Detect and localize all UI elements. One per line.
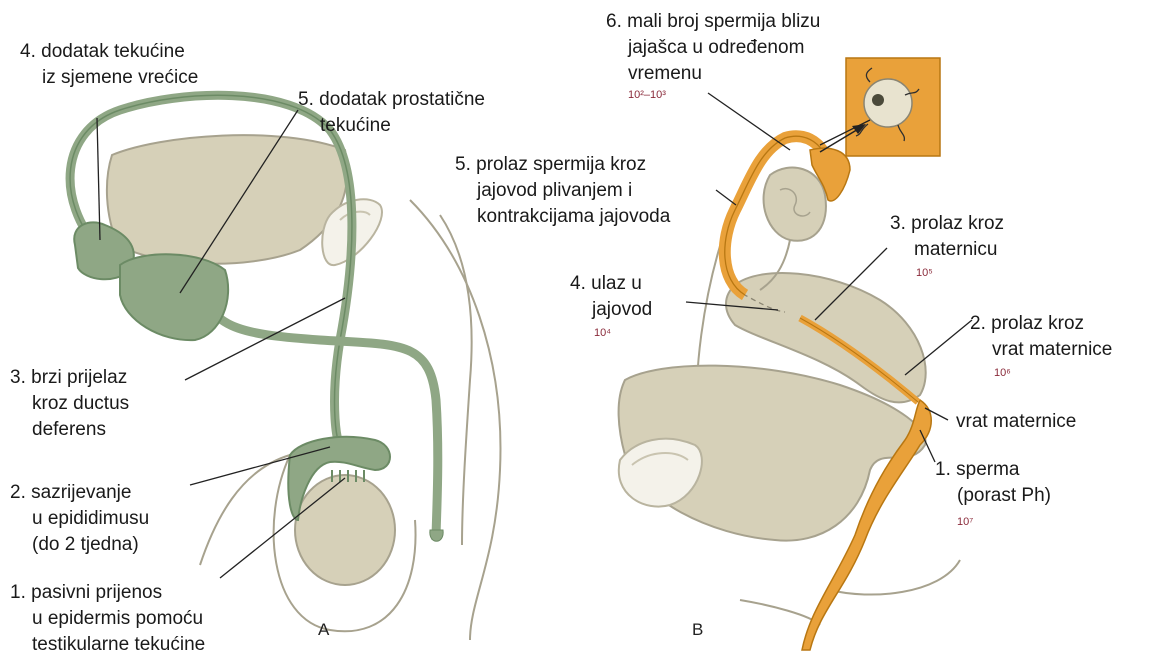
panel-label-a: A xyxy=(318,620,329,640)
prostate xyxy=(120,254,228,340)
female-anatomy xyxy=(619,58,960,650)
label-a-step3-line1: 3. brzi prijelaz xyxy=(10,366,127,389)
label-b-step3-line2: maternicu xyxy=(914,238,997,261)
label-a-step1-line2: u epidermis pomoću xyxy=(32,607,203,630)
label-b-step2-line2: vrat maternice xyxy=(992,338,1112,361)
testis xyxy=(295,475,395,585)
penis-outline xyxy=(440,215,472,545)
bladder xyxy=(107,135,347,264)
label-a-step2-line1: 2. sazrijevanje xyxy=(10,481,131,504)
label-b-step6-count: 10²–10³ xyxy=(628,89,666,101)
body-outline-front xyxy=(410,200,500,640)
egg-cell xyxy=(864,79,912,127)
label-b-step2-line1: 2. prolaz kroz xyxy=(970,312,1084,335)
label-b-step1-line2: (porast Ph) xyxy=(957,484,1051,507)
label-a-step4-line2: iz sjemene vrećice xyxy=(42,66,198,89)
label-b-cervix: vrat maternice xyxy=(956,410,1076,433)
label-b-step6-line1: 6. mali broj spermija blizu xyxy=(606,10,820,33)
panel-label-b: B xyxy=(692,620,703,640)
label-b-step6-line3: vremenu xyxy=(628,62,702,85)
label-b-step6-line2: jajašca u određenom xyxy=(628,36,804,59)
label-b-step4-line1: 4. ulaz u xyxy=(570,272,642,295)
body-outline-back xyxy=(200,455,290,565)
label-b-step2-count: 10⁶ xyxy=(994,367,1011,379)
label-b-step5-line2: jajovod plivanjem i xyxy=(477,179,632,202)
label-a-step5-line1: 5. dodatak prostatične xyxy=(298,88,485,111)
label-b-step3-count: 10⁵ xyxy=(916,267,933,279)
penis-tip xyxy=(430,530,443,541)
label-b-step4-line2: jajovod xyxy=(592,298,652,321)
label-b-step4-count: 10⁴ xyxy=(594,327,611,339)
label-b-step5-line1: 5. prolaz spermija kroz xyxy=(455,153,646,176)
label-b-step3-line1: 3. prolaz kroz xyxy=(890,212,1004,235)
label-b-step5-line3: kontrakcijama jajovoda xyxy=(477,205,670,228)
label-a-step3-line2: kroz ductus xyxy=(32,392,129,415)
body-outline-female-floor xyxy=(740,600,820,625)
male-anatomy xyxy=(70,95,500,640)
label-a-step2-line3: (do 2 tjedna) xyxy=(32,533,139,556)
label-b-step1-count: 10⁷ xyxy=(957,516,973,528)
label-a-step4-line1: 4. dodatak tekućine xyxy=(20,40,185,63)
label-a-step1-line1: 1. pasivni prijenos xyxy=(10,581,162,604)
label-a-step5-line2: tekućine xyxy=(320,114,391,137)
label-a-step3-line3: deferens xyxy=(32,418,106,441)
label-b-step1-line1: 1. sperma xyxy=(935,458,1019,481)
label-a-step1-line3: testikularne tekućine xyxy=(32,633,205,656)
label-a-step2-line2: u epididimusu xyxy=(32,507,149,530)
